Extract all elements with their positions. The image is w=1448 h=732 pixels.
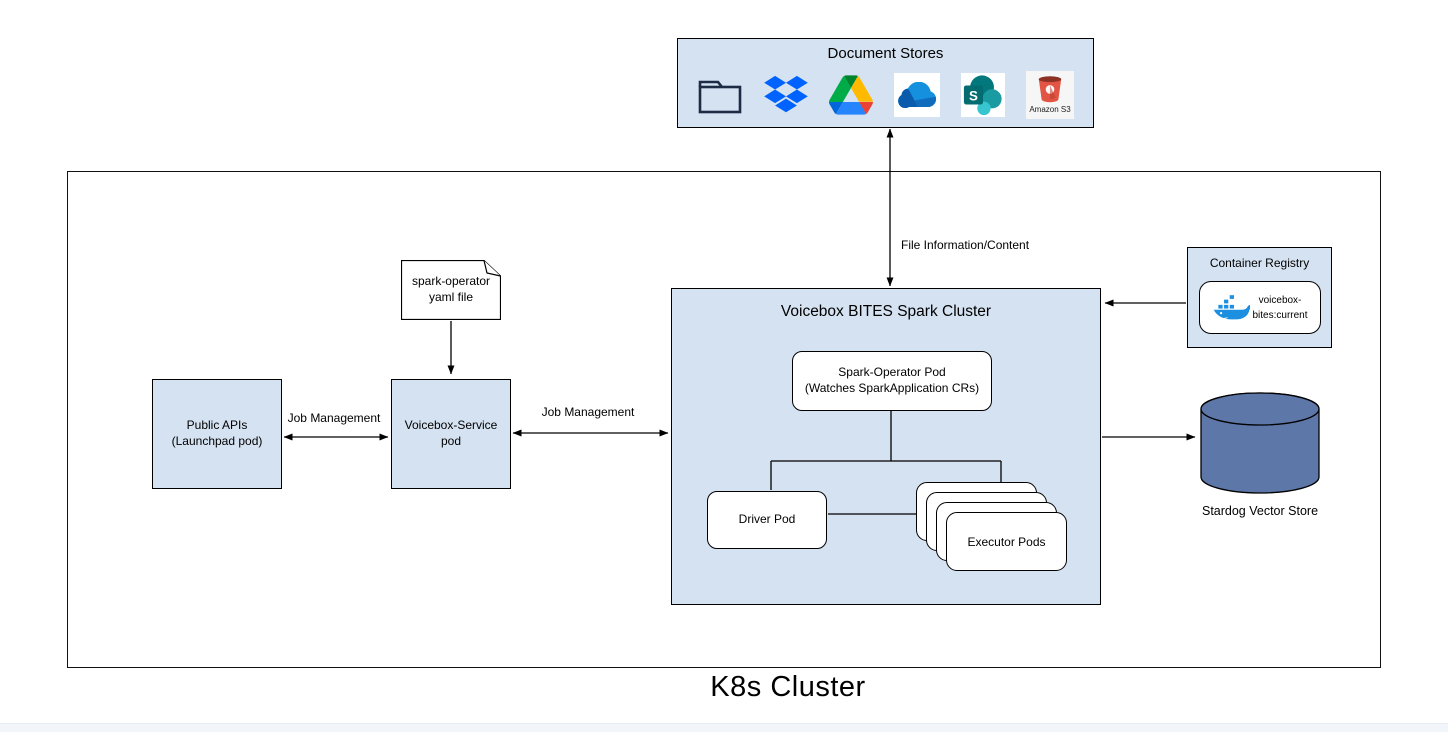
file-information-label: File Information/Content [901,238,1030,252]
voicebox-service-line1: Voicebox-Service [404,418,498,433]
sharepoint-icon[interactable]: S [961,72,1005,117]
image-name-line2: bites:current [1252,309,1308,321]
amazon-s3-label: Amazon S3 [1029,104,1071,114]
svg-text:S: S [969,88,978,103]
voicebox-service-node[interactable]: Voicebox-Service pod [391,379,511,489]
spark-cluster-title: Voicebox BITES Spark Cluster [780,303,992,320]
bottom-edge-strip [0,723,1448,732]
spark-operator-line2: (Watches SparkApplication CRs) [804,381,980,395]
image-name-line1: voicebox- [1258,294,1302,306]
public-apis-line1: Public APIs [186,418,248,433]
document-stores-title: Document Stores [827,45,944,62]
spark-operator-yaml-note[interactable]: spark-operator yaml file [400,259,502,321]
spark-operator-line1: Spark-Operator Pod [838,365,946,380]
yaml-note-line2: yaml file [428,290,473,304]
stardog-vector-store[interactable] [1200,392,1320,495]
job-management-left-label: Job Management [287,411,381,425]
driver-pod-label: Driver Pod [738,512,796,527]
dropbox-icon[interactable] [764,75,808,115]
public-apis-line2: (Launchpad pod) [171,434,263,448]
job-management-right-label: Job Management [541,405,635,419]
folder-icon[interactable] [697,75,743,115]
yaml-note-line1: spark-operator [411,274,491,289]
onedrive-icon[interactable] [894,72,940,117]
container-registry-title: Container Registry [1209,256,1310,270]
database-cylinder-icon [1200,392,1320,494]
executor-pods-label: Executor Pods [967,534,1046,549]
public-apis-node[interactable]: Public APIs (Launchpad pod) [152,379,282,489]
spark-operator-pod[interactable]: Spark-Operator Pod (Watches SparkApplica… [792,351,992,411]
document-stores-box[interactable]: Document Stores [677,38,1094,128]
container-image-pod[interactable]: voicebox- bites:current [1199,281,1321,334]
executor-pods[interactable]: Executor Pods [946,512,1067,571]
stardog-vector-store-label: Stardog Vector Store [1201,504,1319,518]
k8s-cluster-boundary[interactable] [67,171,1381,668]
docker-whale-icon [1214,294,1251,319]
amazon-s3-icon[interactable]: Amazon S3 [1026,70,1074,119]
driver-pod[interactable]: Driver Pod [707,491,827,549]
k8s-cluster-title: K8s Cluster [710,671,866,703]
google-drive-icon[interactable] [829,74,873,115]
document-store-icons: S Amazon S3 [697,70,1074,119]
voicebox-service-line2: pod [440,434,462,448]
note-shape [400,259,502,321]
